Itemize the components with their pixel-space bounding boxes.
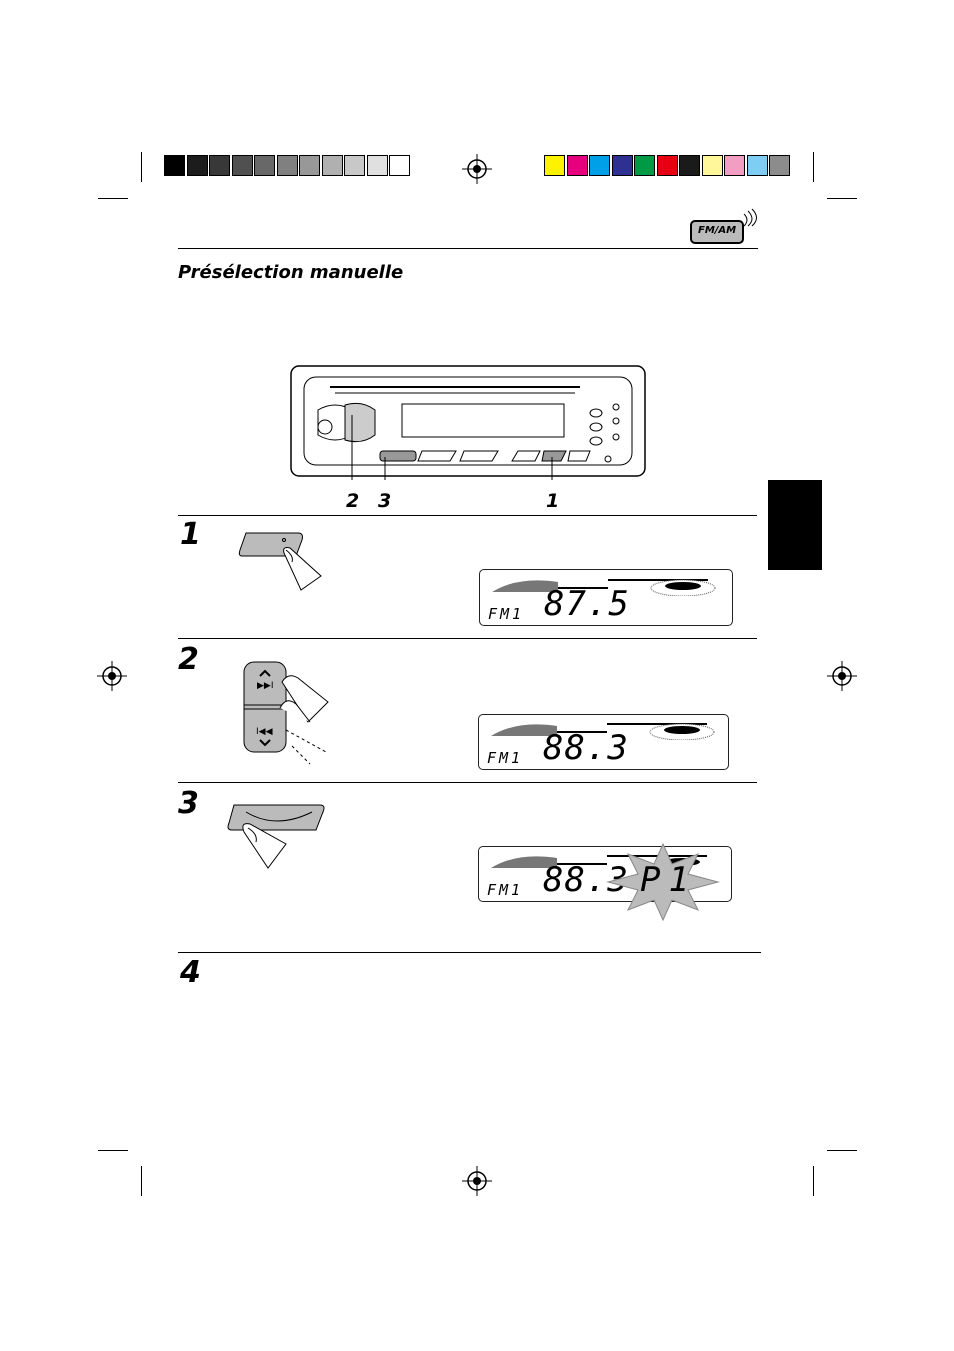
svg-text:I◀◀: I◀◀ — [256, 727, 273, 737]
callout-1: 1 — [546, 490, 560, 512]
gray-swatch — [321, 155, 343, 176]
gray-swatch — [366, 155, 388, 176]
step-2-seek-button-illustration: ▶▶I I◀◀ — [243, 661, 329, 765]
gray-swatch — [344, 155, 365, 176]
color-swatch — [634, 155, 655, 176]
gray-swatch — [186, 155, 208, 176]
callout-2: 2 — [346, 490, 360, 512]
header-rule — [178, 248, 758, 249]
step-2-lcd-display: FM1 88.3 — [478, 714, 729, 770]
step-3-preset-button-illustration — [227, 804, 325, 869]
step-1-lcd-display: FM1 87.5 — [479, 569, 733, 626]
color-swatch — [769, 155, 790, 176]
gray-swatch — [276, 155, 298, 176]
step-1-number: 1 — [180, 517, 201, 552]
fm-am-badge: FM/AM — [690, 220, 744, 244]
gray-swatch — [231, 155, 253, 176]
registration-mark-right — [827, 661, 857, 691]
color-swatch — [656, 155, 678, 176]
step-3-number: 3 — [178, 786, 199, 821]
svg-text:▶▶I: ▶▶I — [257, 681, 274, 691]
step-1-rule — [178, 515, 757, 516]
step-1-button-press-illustration — [238, 532, 322, 591]
registration-mark-bottom — [462, 1166, 492, 1196]
step-1-lcd-band: FM1 — [488, 605, 525, 623]
gray-swatch — [164, 155, 185, 176]
color-swatch — [679, 155, 700, 176]
color-swatch — [544, 155, 565, 176]
step-1-lcd-frequency: 87.5 — [544, 584, 630, 624]
blinking-preset-starburst-icon — [606, 842, 720, 922]
gray-swatch — [389, 155, 410, 176]
registration-mark-top — [462, 154, 492, 184]
page-title: Présélection manuelle — [178, 262, 404, 283]
step-3-lcd-preset: P1 — [640, 860, 697, 900]
color-swatch — [566, 155, 588, 176]
step-3-rule — [178, 782, 757, 783]
step-2-lcd-frequency: 88.3 — [543, 728, 629, 768]
radio-waves-icon — [743, 208, 757, 227]
gray-swatch — [209, 155, 230, 176]
step-2-rule — [178, 638, 757, 639]
step-2-lcd-band: FM1 — [487, 749, 524, 767]
step-3-lcd-band: FM1 — [487, 881, 524, 899]
color-swatch — [746, 155, 768, 176]
color-swatch — [611, 155, 633, 176]
car-stereo-front-panel — [290, 365, 646, 480]
step-4-rule — [178, 952, 761, 953]
color-swatch — [724, 155, 745, 176]
color-swatch — [701, 155, 723, 176]
color-swatch — [589, 155, 610, 176]
fm-am-badge-label: FM/AM — [698, 225, 737, 236]
step-4-number: 4 — [180, 955, 201, 990]
registration-mark-left — [97, 661, 127, 691]
step-2-number: 2 — [178, 642, 199, 677]
gray-swatch — [254, 155, 275, 176]
callout-3: 3 — [378, 490, 392, 512]
gray-swatch — [299, 155, 320, 176]
language-side-tab — [768, 480, 822, 570]
